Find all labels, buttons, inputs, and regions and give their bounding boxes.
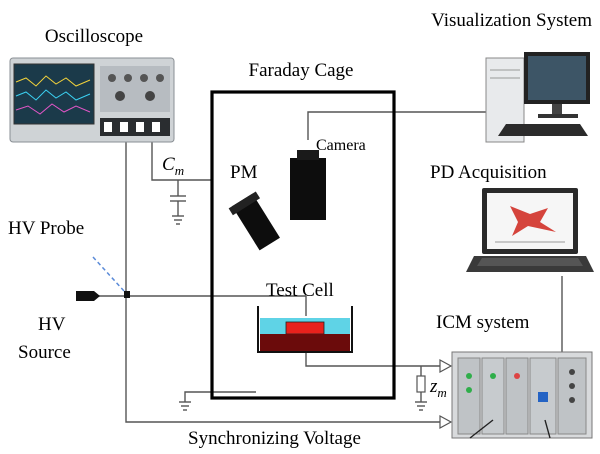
visualization-system-icon <box>485 52 590 143</box>
camera-label: Camera <box>316 137 366 154</box>
icm-input-connector-2 <box>439 414 453 430</box>
hv-label: HV <box>38 314 66 335</box>
pd-acquisition-laptop-icon <box>466 188 594 272</box>
icm-input-connector-1 <box>439 358 453 374</box>
zm-symbol: z <box>429 376 438 397</box>
camera-icon <box>290 150 326 220</box>
oscilloscope-label: Oscilloscope <box>45 26 143 47</box>
cm-subscript: m <box>175 163 184 178</box>
test-cell-base <box>260 334 350 352</box>
cage-ground-wire <box>184 391 256 402</box>
synchronizing-voltage-label: Synchronizing Voltage <box>188 428 361 449</box>
pm-label: PM <box>230 162 258 183</box>
visualization-system-label: Visualization System <box>431 10 592 31</box>
source-label: Source <box>18 342 71 363</box>
oscilloscope-icon <box>9 57 175 143</box>
icm-system-label: ICM system <box>436 312 530 333</box>
faraday-cage-label: Faraday Cage <box>249 60 354 81</box>
zm-label: zm <box>429 376 447 400</box>
pm-icon <box>228 191 280 251</box>
hv-probe-junction <box>124 291 130 298</box>
pm-signal-wire <box>151 142 212 181</box>
test-cell-electrode <box>285 321 325 335</box>
cm-label: Cm <box>162 154 184 178</box>
hv-source-icon <box>76 291 100 301</box>
wiring <box>98 111 563 423</box>
zm-resistor <box>416 375 426 393</box>
faraday-cage-frame <box>210 90 396 400</box>
test-cell-vessel <box>257 306 353 353</box>
cm-symbol: C <box>162 154 175 175</box>
hv-probe-label: HV Probe <box>8 218 84 239</box>
sync-voltage-wire <box>125 142 440 423</box>
test-cell <box>257 306 353 353</box>
zm-subscript: m <box>437 385 446 400</box>
pd-acquisition-label: PD Acquisition <box>430 162 547 183</box>
hv-probe-dashed-line <box>92 256 125 292</box>
camera-to-visualization-wire <box>307 111 488 140</box>
cell-to-icm-wire <box>305 352 440 367</box>
test-cell-label: Test Cell <box>266 280 334 301</box>
icm-system-rack-icon <box>451 351 593 439</box>
